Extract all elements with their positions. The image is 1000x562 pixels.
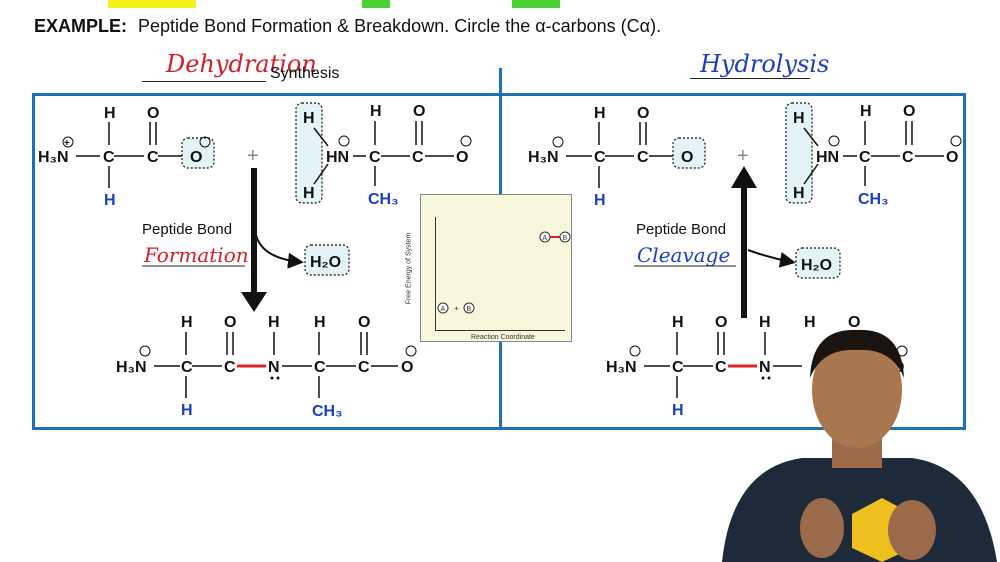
presenter-figure — [722, 329, 997, 562]
example-heading: EXAMPLE: Peptide Bond Formation & Breakd… — [34, 16, 661, 37]
svg-text:N: N — [759, 359, 771, 376]
right-arrow-label: Peptide Bond — [636, 221, 726, 238]
svg-text:O: O — [401, 359, 413, 376]
carbonyl-carbon: C — [147, 149, 159, 166]
amine-hydrogen-2: H — [303, 185, 315, 202]
dipeptide-amine: H₃N — [116, 359, 147, 376]
left-title-suffix: Synthesis — [270, 65, 340, 82]
graph-reactant-a: A — [441, 306, 446, 313]
right-plus-sign: + — [737, 145, 749, 167]
svg-text:CH₃: CH₃ — [312, 403, 343, 420]
svg-text:H: H — [594, 105, 606, 122]
svg-text:N: N — [268, 359, 280, 376]
svg-text:H: H — [314, 314, 326, 331]
right-title-underline — [690, 78, 810, 79]
water-arrow — [255, 234, 304, 269]
svg-text:C: C — [314, 359, 326, 376]
svg-text:CH₃: CH₃ — [858, 191, 889, 208]
highlight-green-1 — [362, 0, 390, 8]
positive-charge: + — [64, 138, 70, 149]
amine-nh: HN — [326, 149, 349, 166]
right-amino-acid-1: H₃N C H H C O O — [528, 105, 706, 209]
svg-text:C: C — [859, 149, 871, 166]
svg-text:H: H — [594, 192, 606, 209]
left-title-underline — [142, 81, 266, 82]
svg-text:O: O — [715, 314, 727, 331]
example-text: Peptide Bond Formation & Breakdown. Circ… — [138, 16, 662, 36]
svg-text:H: H — [672, 314, 684, 331]
graph-plus: + — [454, 304, 459, 313]
svg-text:HN: HN — [816, 149, 839, 166]
graph-x-label: Reaction Coordinate — [471, 334, 535, 341]
hydrogen-bottom: H — [104, 192, 116, 209]
svg-text:H: H — [793, 110, 805, 127]
alpha-carbon: C — [103, 149, 115, 166]
svg-text:O: O — [358, 314, 370, 331]
left-water: H₂O — [310, 254, 341, 271]
carboxyl-oxygen: O — [190, 149, 202, 166]
carbonyl-carbon-2: C — [412, 149, 424, 166]
hydrogen-top-2: H — [370, 103, 382, 120]
right-handwritten-label: Cleavage — [637, 243, 730, 267]
amine-hydrogen-1: H — [303, 110, 315, 127]
methyl-group: CH₃ — [368, 191, 399, 208]
right-handwritten-title: Hydrolysis — [700, 50, 830, 78]
example-label: EXAMPLE: — [34, 16, 128, 36]
right-water: H₂O — [801, 257, 832, 274]
highlight-yellow — [108, 0, 196, 8]
svg-text:H₃N: H₃N — [606, 359, 637, 376]
left-plus-sign: + — [247, 145, 259, 167]
svg-text:C: C — [358, 359, 370, 376]
down-arrow-head — [241, 292, 267, 312]
svg-text:H: H — [672, 402, 684, 419]
left-arrow-label: Peptide Bond — [142, 221, 232, 238]
svg-text:C: C — [594, 149, 606, 166]
svg-text:H: H — [793, 185, 805, 202]
svg-text:C: C — [637, 149, 649, 166]
right-amino-acid-2: H H HN C H CH₃ C O O — [785, 102, 962, 208]
svg-text:H: H — [268, 314, 280, 331]
svg-text:O: O — [903, 103, 915, 120]
left-amino-acid-2: H H HN C H CH₃ C O O — [295, 102, 472, 208]
graph-marks: A + B A B — [437, 231, 571, 314]
left-handwritten-label: Formation — [143, 243, 249, 267]
svg-text:C: C — [224, 359, 236, 376]
hydrogen-top: H — [104, 105, 116, 122]
graph-axes — [435, 217, 565, 331]
svg-text:O: O — [681, 149, 693, 166]
svg-text:C: C — [181, 359, 193, 376]
svg-text:C: C — [715, 359, 727, 376]
svg-text:H: H — [860, 103, 872, 120]
amine-label: H₃N — [38, 149, 69, 166]
graph-reactant-b: B — [467, 306, 472, 313]
carboxyl-oxygen-2: O — [456, 149, 468, 166]
svg-text:C: C — [902, 149, 914, 166]
energy-graph: Free Energy of System Reaction Coordinat… — [405, 194, 572, 342]
svg-text:H: H — [181, 314, 193, 331]
svg-text:O: O — [224, 314, 236, 331]
graph-y-label: Free Energy of System — [405, 232, 413, 305]
graph-product-a: A — [543, 235, 548, 242]
left-amino-acid-1: H₃N + C H H C O O — [38, 105, 215, 209]
svg-text:H: H — [181, 402, 193, 419]
svg-text:O: O — [637, 105, 649, 122]
carbonyl-oxygen-2: O — [413, 103, 425, 120]
svg-text:O: O — [848, 314, 860, 331]
carbonyl-oxygen: O — [147, 105, 159, 122]
up-arrow-head — [731, 166, 757, 188]
highlight-green-2 — [512, 0, 560, 8]
svg-text:O: O — [946, 149, 958, 166]
right-dipeptide: H₃N C H H C O N H H O O — [606, 314, 908, 419]
left-dipeptide: H₃N C H H C O N H C H CH₃ C O O — [116, 314, 417, 420]
svg-text:H: H — [759, 314, 771, 331]
svg-text:H₃N: H₃N — [528, 149, 559, 166]
graph-product-b: B — [563, 235, 568, 242]
alpha-carbon-2: C — [369, 149, 381, 166]
left-handwritten-title: Dehydration — [166, 50, 317, 78]
svg-text:H: H — [804, 314, 816, 331]
svg-text:C: C — [672, 359, 684, 376]
